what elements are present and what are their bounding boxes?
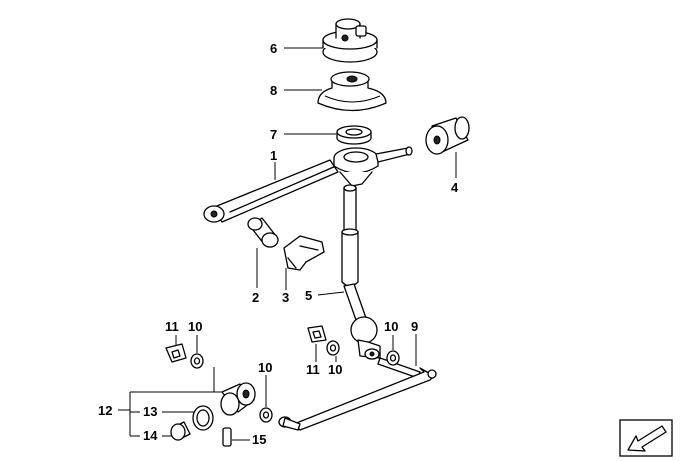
callout-12: 12 [98,403,112,418]
callout-6: 6 [270,41,277,56]
part-4-bush [425,116,470,155]
callout-labels: 6 8 7 1 4 2 3 5 11 10 10 9 11 10 10 12 1… [98,41,459,447]
part-12-joint [220,382,256,416]
callout-10-d: 10 [258,360,272,375]
callout-4: 4 [451,180,459,195]
callout-15: 15 [252,432,266,447]
part-14-cap [170,421,191,441]
part-15-pin [222,427,232,447]
part-7-ring [336,125,372,145]
callout-8: 8 [270,83,277,98]
part-10-washer-a [190,353,204,369]
part-3-clip [283,235,325,271]
callout-9: 9 [411,319,418,334]
callout-11-b: 11 [306,362,320,377]
callout-11-a: 11 [165,319,179,334]
part-11-clip-b [307,325,327,343]
callout-7: 7 [270,127,277,142]
callout-10-b: 10 [328,362,342,377]
callout-14: 14 [143,428,158,443]
part-2-bushing [247,217,279,248]
callout-10-c: 10 [384,319,398,334]
callout-1: 1 [270,148,277,163]
callout-10-a: 10 [188,319,202,334]
part-10-washer-b [326,340,340,356]
callout-3: 3 [282,290,289,305]
callout-5: 5 [305,288,312,303]
part-5-selector-rod [341,184,381,360]
part-10-washer-d [259,407,273,423]
part-11-clip-a [165,343,187,363]
arrow-icon [619,419,673,457]
part-13-o-ring [192,405,214,431]
part-6-retainer [322,18,378,63]
part-8-boot [317,71,387,112]
leader-lines [118,47,457,441]
callout-2: 2 [252,290,259,305]
part-9-shift-rod [278,357,437,431]
callout-13: 13 [143,404,157,419]
part-10-washer-c [386,350,400,366]
part-1-shift-lever [203,146,413,223]
